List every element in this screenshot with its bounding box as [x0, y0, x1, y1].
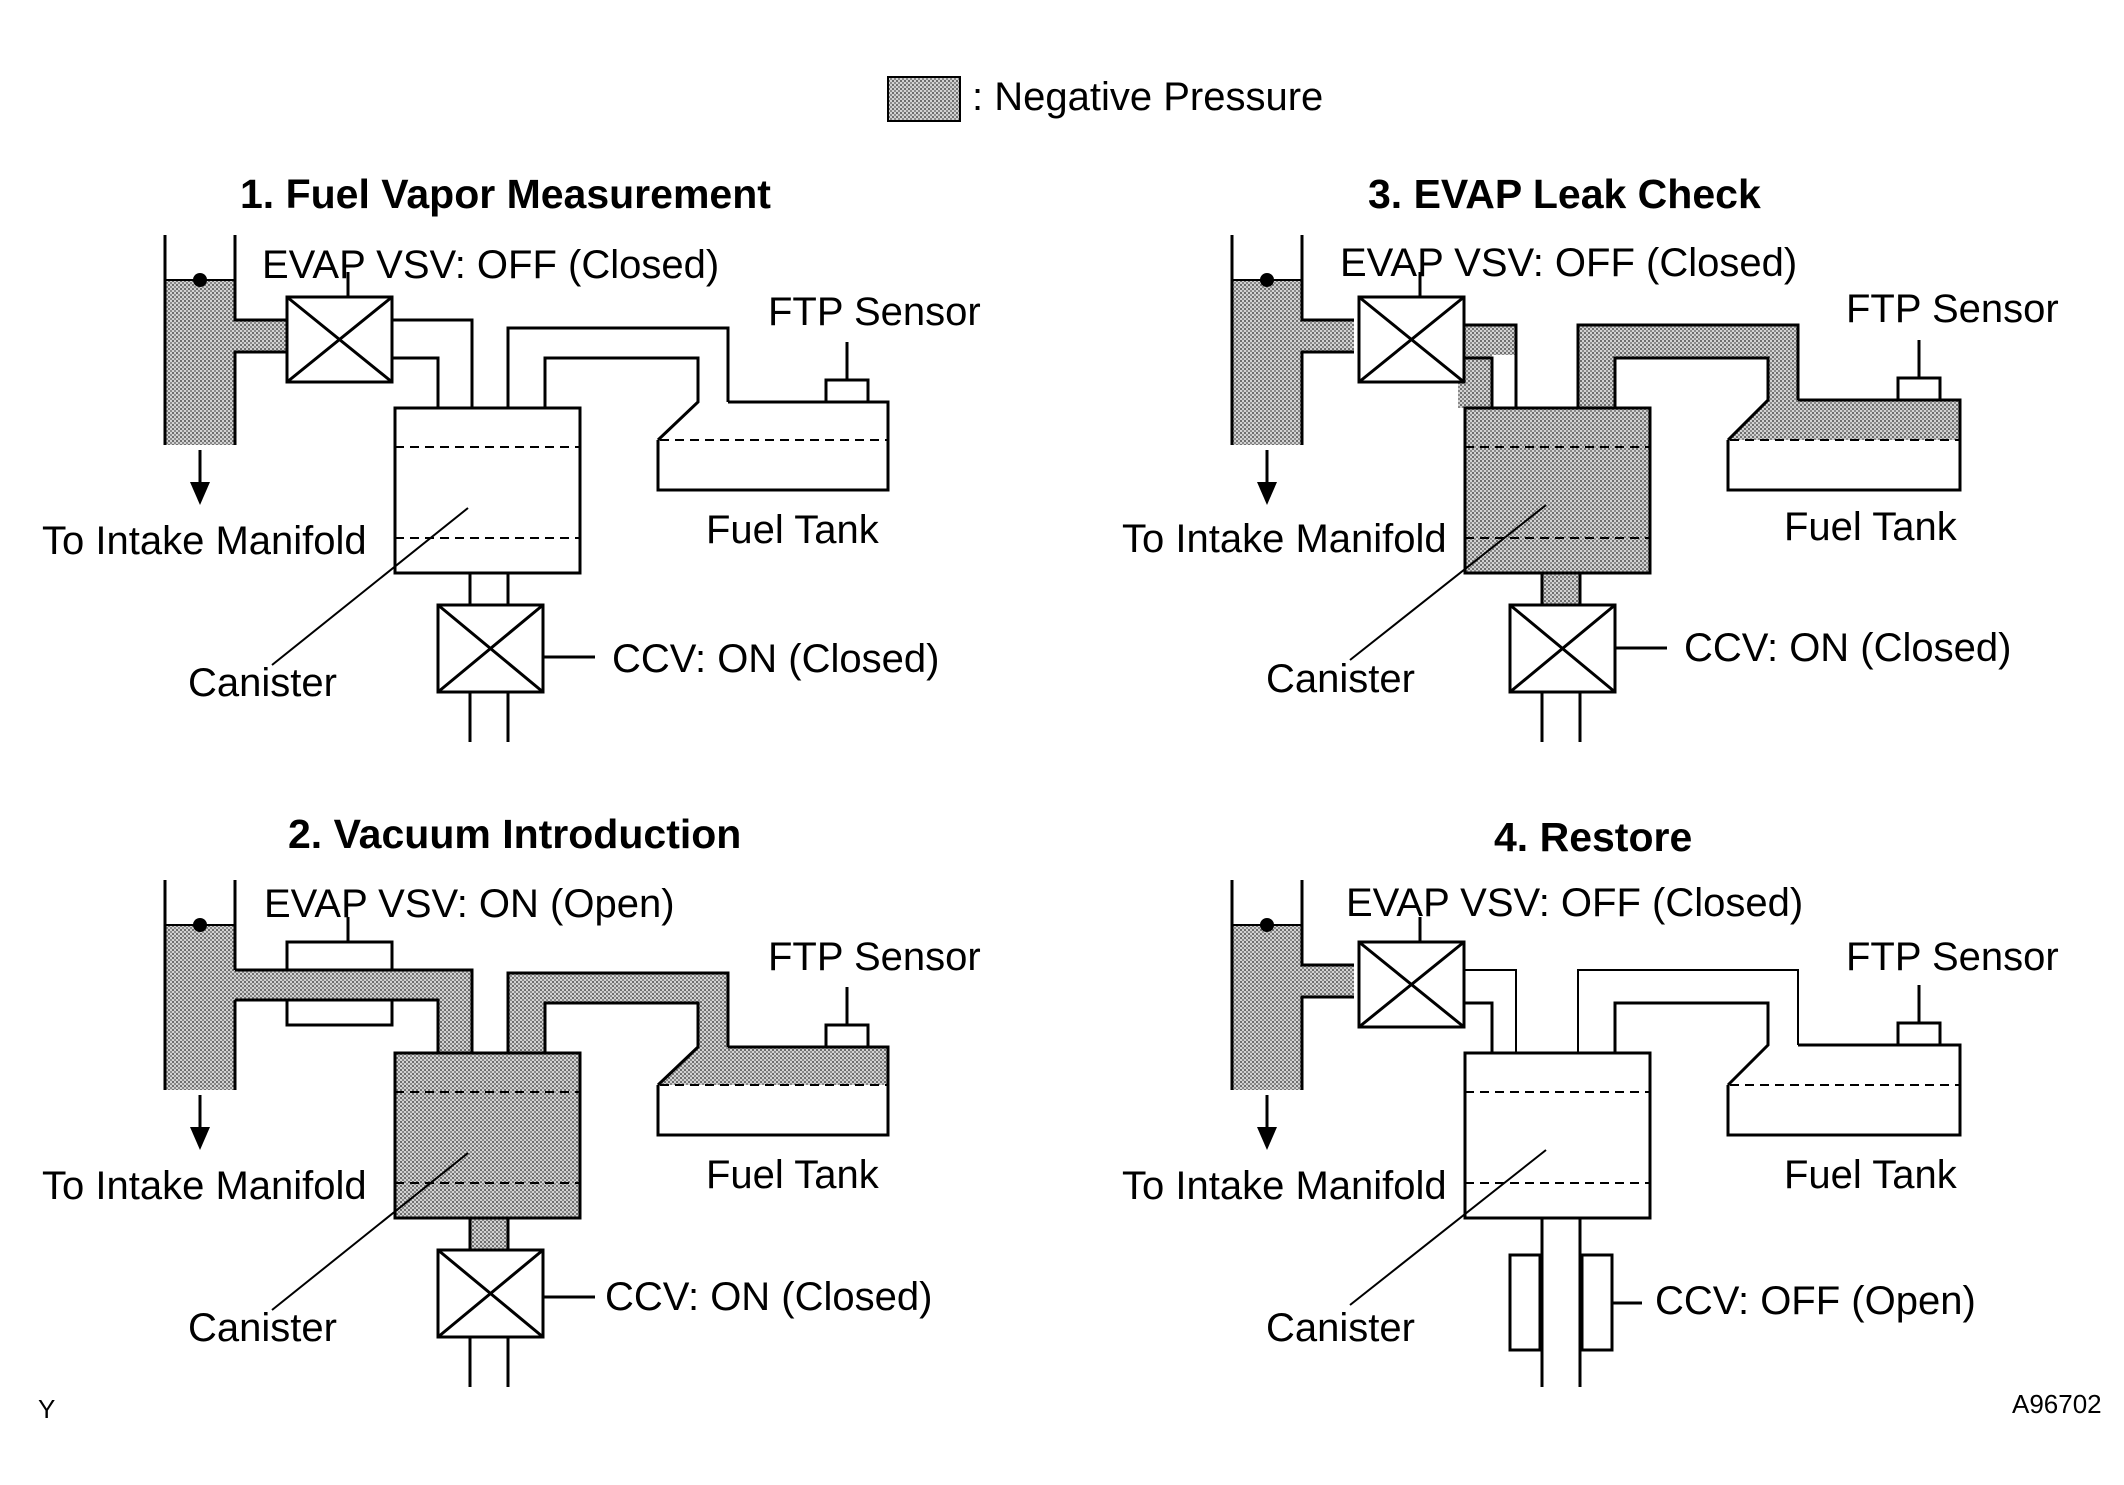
ftp-sensor-label: FTP Sensor [768, 935, 981, 979]
evap-vsv-valve-open [285, 917, 394, 1027]
fuel-tank-label: Fuel Tank [706, 508, 880, 552]
ccv-label: CCV: ON (Closed) [605, 1275, 932, 1319]
canister-label: Canister [1266, 1306, 1415, 1350]
ftp-sensor-label: FTP Sensor [1846, 287, 2059, 331]
ftp-sensor-label: FTP Sensor [768, 290, 981, 334]
panel-title: 4. Restore [1494, 814, 1692, 860]
panel-title: 2. Vacuum Introduction [288, 811, 741, 857]
negative-pressure-fill [1232, 280, 1960, 605]
fuel-tank-label: Fuel Tank [1784, 1153, 1958, 1197]
intake-manifold-column [163, 235, 287, 505]
fuel-tank-label: Fuel Tank [706, 1153, 880, 1197]
fuel-tank-label: Fuel Tank [1784, 505, 1958, 549]
vsv-label: EVAP VSV: OFF (Closed) [262, 243, 719, 287]
intake-manifold-label: To Intake Manifold [42, 519, 367, 563]
panel-vacuum-introduction: 2. Vacuum Introduction [42, 811, 981, 1387]
corner-code-left: Y [38, 1394, 55, 1424]
evap-vsv-valve [285, 272, 394, 384]
intake-manifold-label: To Intake Manifold [1122, 1164, 1447, 1208]
canister [271, 406, 582, 666]
intake-manifold-label: To Intake Manifold [42, 1164, 367, 1208]
panel-restore: 4. Restore EVAP VSV: OFF (Closed) FTP Se… [1122, 814, 2059, 1387]
vsv-label: EVAP VSV: ON (Open) [264, 882, 675, 926]
figure-code: A96702 [2012, 1389, 2102, 1419]
ccv-label: CCV: ON (Closed) [1684, 626, 2011, 670]
negative-pressure-swatch [888, 77, 960, 121]
panel-fuel-vapor-measurement: 1. Fuel Vapor Measurement [42, 171, 981, 742]
intake-manifold-label: To Intake Manifold [1122, 517, 1447, 561]
panel-title: 1. Fuel Vapor Measurement [240, 171, 771, 217]
ccv-valve [436, 603, 595, 742]
panel-evap-leak-check: 3. EVAP Leak Check [1122, 171, 2059, 742]
vsv-label: EVAP VSV: OFF (Closed) [1346, 881, 1803, 925]
ftp-sensor [824, 342, 870, 404]
ccv-label: CCV: OFF (Open) [1655, 1279, 1976, 1323]
negative-pressure-fill [165, 925, 888, 1250]
panel-title: 3. EVAP Leak Check [1368, 171, 1761, 217]
legend: : Negative Pressure [887, 75, 1323, 122]
vsv-label: EVAP VSV: OFF (Closed) [1340, 241, 1797, 285]
ccv-valve-open [1508, 1218, 1642, 1387]
canister-label: Canister [188, 1306, 337, 1350]
canister-label: Canister [188, 661, 337, 705]
legend-label: : Negative Pressure [972, 75, 1323, 119]
canister-label: Canister [1266, 657, 1415, 701]
ftp-sensor-label: FTP Sensor [1846, 935, 2059, 979]
ccv-label: CCV: ON (Closed) [612, 637, 939, 681]
